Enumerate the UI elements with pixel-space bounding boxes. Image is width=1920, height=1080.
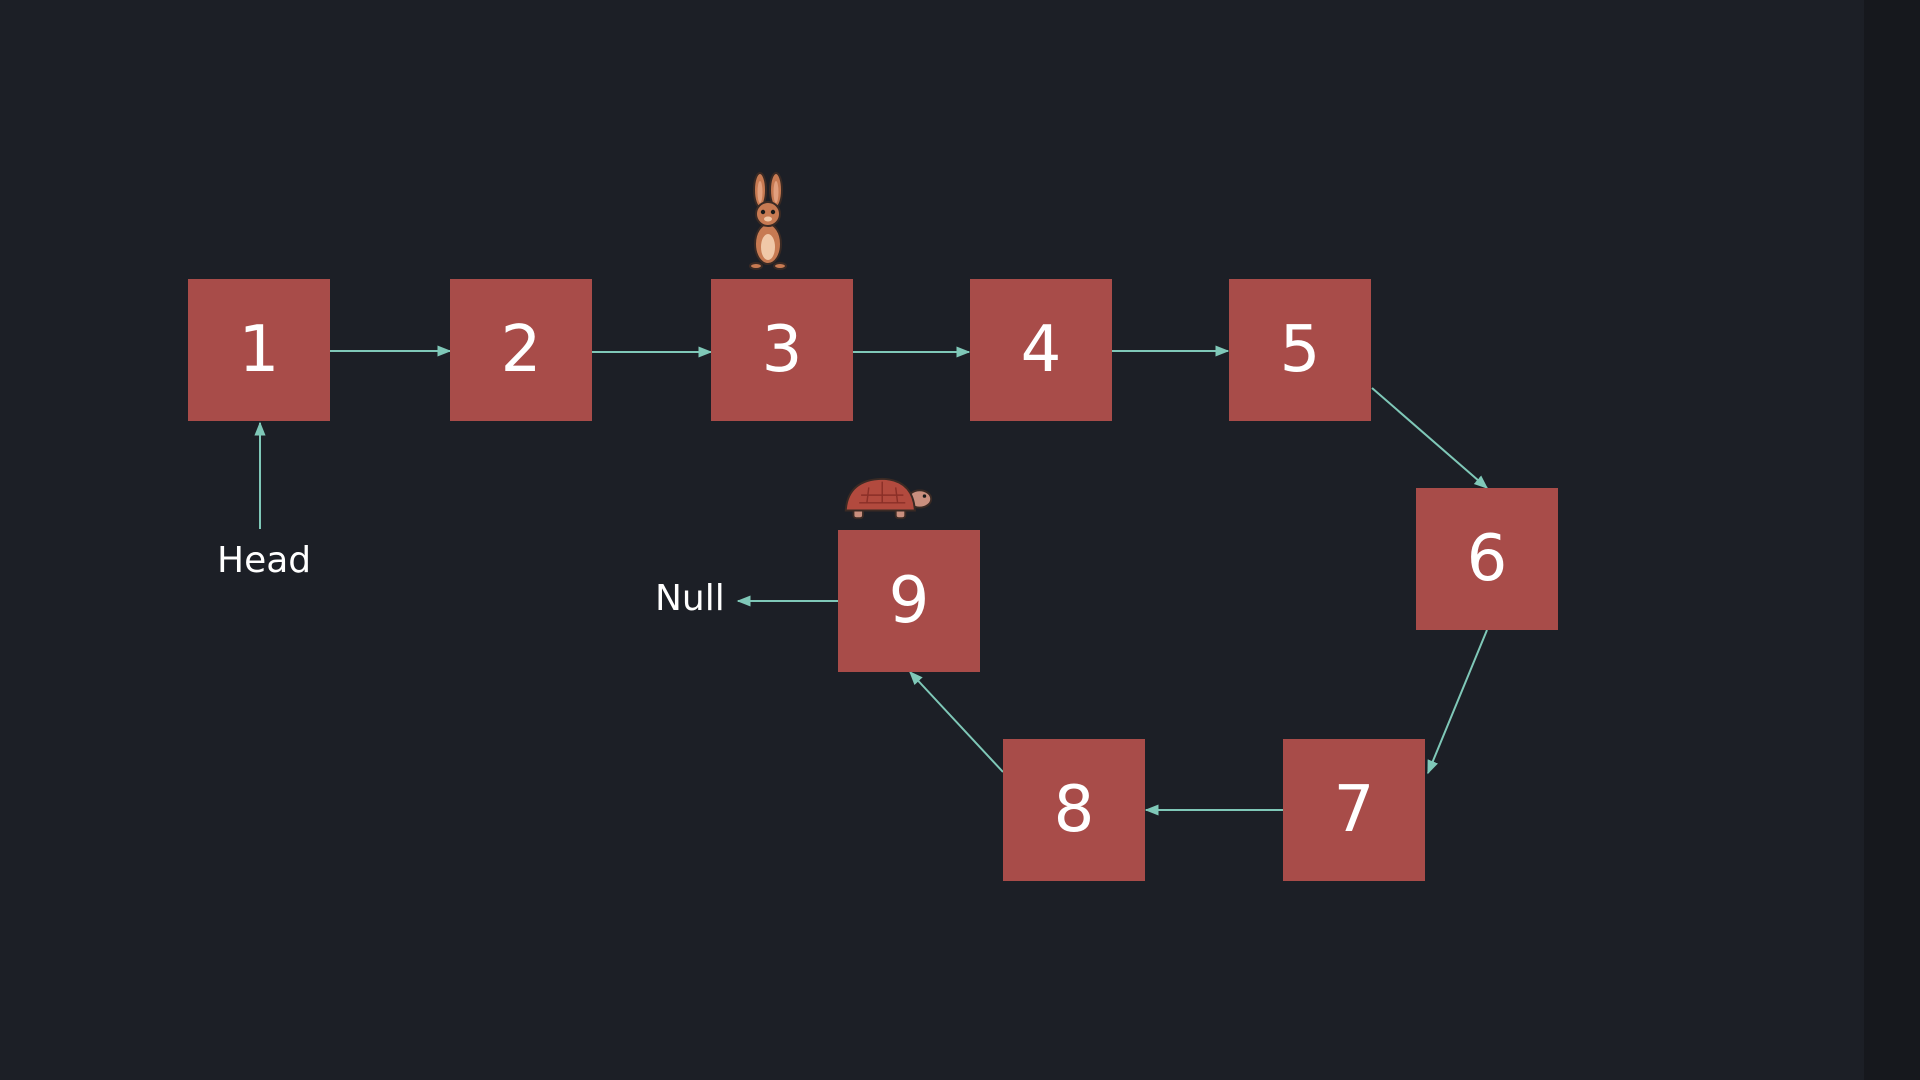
node-value: 6 [1466,522,1508,596]
list-node: 1 [188,279,330,421]
side-panel-strip [1864,0,1920,1080]
list-node: 2 [450,279,592,421]
node-value: 5 [1279,313,1321,387]
node-value: 4 [1020,313,1062,387]
node-value: 7 [1333,773,1375,847]
node-value: 8 [1053,773,1095,847]
turtle-icon [844,477,933,520]
head-label: Head [217,540,312,581]
null-label: Null [655,578,725,619]
node-value: 9 [888,564,930,638]
list-node: 5 [1229,279,1371,421]
list-node: 6 [1416,488,1558,630]
list-node: 8 [1003,739,1145,881]
rabbit-icon [749,172,787,270]
list-node: 9 [838,530,980,672]
list-node: 4 [970,279,1112,421]
node-value: 2 [500,313,542,387]
node-value: 3 [761,313,803,387]
arrow-8-to-9 [909,670,1004,773]
arrow-5-to-6 [1371,387,1489,489]
list-node: 3 [711,279,853,421]
list-node: 7 [1283,739,1425,881]
node-value: 1 [238,313,280,387]
arrow-6-to-7 [1427,629,1488,775]
